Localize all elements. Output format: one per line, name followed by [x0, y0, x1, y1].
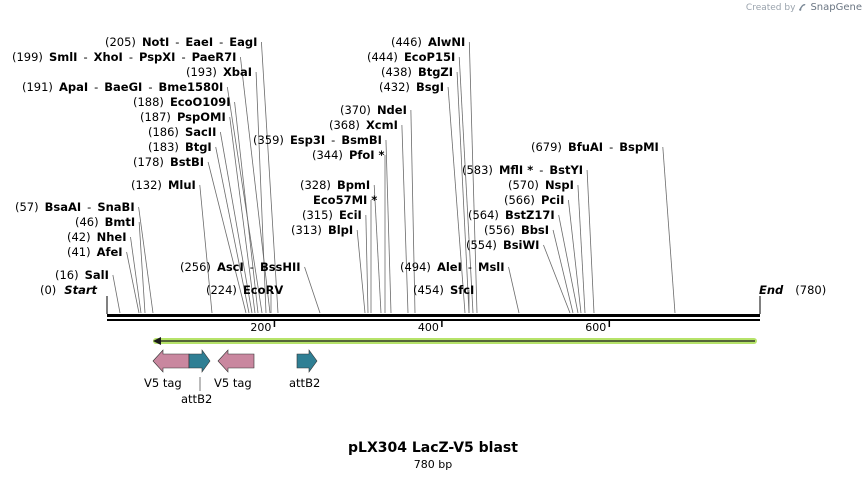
- credit-brand: SnapGene: [810, 2, 862, 13]
- site-label: (315)EciI: [302, 208, 362, 222]
- site-leader-line: [447, 86, 466, 314]
- site-leader-line: [261, 41, 279, 314]
- site-leader-line: [508, 266, 520, 314]
- feature-arrow: [152, 349, 190, 373]
- site-leader-line: [558, 214, 579, 314]
- site-label: (454)SfcI: [413, 283, 474, 297]
- site-label: (556)BbsI: [484, 223, 549, 237]
- site-label: (564)BstZ17I: [468, 208, 555, 222]
- site-leader-line: [112, 274, 121, 314]
- site-leader-line: [586, 169, 595, 314]
- site-leader-line: [385, 139, 392, 314]
- site-label: (183)BtgI: [148, 140, 212, 154]
- site-labels: (205)NotI-EaeI-EagI(199)SmlI-XhoI-PspXI-…: [12, 35, 659, 297]
- site-leader-lines: [112, 41, 676, 314]
- site-label: (328)BpmI: [300, 178, 370, 192]
- site-label: (132)MluI: [131, 178, 196, 192]
- site-leader-line: [207, 161, 247, 314]
- site-label: (554)BsiWI: [466, 238, 539, 252]
- credit-text: Created by: [745, 2, 796, 13]
- snapgene-credit: Created by SnapGene: [746, 2, 862, 13]
- site-label: (256)AscI-BssHII: [180, 260, 301, 274]
- site-label: (224)EcoRV: [206, 283, 283, 297]
- site-label: (57)BsaAI-SnaBI: [15, 200, 135, 214]
- site-leader-line: [365, 214, 369, 314]
- site-label: (187)PspOMI: [140, 110, 226, 124]
- scale-tick-label: 400: [418, 321, 439, 334]
- sequence-backbone: 200 400 600 (0)Start End(780): [40, 283, 826, 334]
- site-leader-line: [662, 146, 676, 314]
- site-label: (438)BtgZI: [381, 65, 453, 79]
- site-label: (432)BsgI: [379, 80, 444, 94]
- site-label: (359)Esp3I-BsmBI: [253, 133, 382, 147]
- site-label: Eco57MI *: [313, 193, 377, 207]
- site-leader-line: [138, 206, 154, 314]
- feature-arrow: [188, 349, 211, 373]
- site-label: (188)EcoO109I: [133, 95, 231, 109]
- map-title: pLX304 LacZ-V5 blast: [348, 440, 518, 456]
- site-label: (370)NdeI: [340, 103, 407, 117]
- site-label: (313)BlpI: [291, 223, 353, 237]
- site-leader-line: [356, 229, 366, 314]
- site-label: (16)SalI: [55, 268, 109, 282]
- site-leader-line: [373, 184, 382, 314]
- site-label: (42)NheI: [67, 230, 127, 244]
- site-leader-line: [543, 244, 571, 314]
- site-leader-line: [577, 184, 586, 314]
- scale-tick-label: 200: [250, 321, 271, 334]
- site-label: (583)MflI *-BstYI: [462, 163, 583, 177]
- site-leader-line: [138, 221, 146, 314]
- site-label: (446)AlwNI: [391, 35, 465, 49]
- site-leader-line: [255, 71, 267, 314]
- feature-label: V5 tag: [214, 376, 252, 390]
- site-leader-line: [458, 56, 474, 314]
- site-label: (41)AfeI: [67, 245, 123, 259]
- site-label: (679)BfuAI-BspMI: [531, 140, 659, 154]
- site-leader-line: [199, 184, 213, 314]
- feature-label: V5 tag: [144, 376, 182, 390]
- site-label: (570)NspI: [508, 178, 574, 192]
- site-label: (199)SmlI-XhoI-PspXI-PaeR7I: [12, 50, 236, 64]
- site-leader-line: [468, 41, 478, 314]
- orf-arrowhead: [153, 337, 161, 345]
- start-label: (0)Start: [40, 283, 98, 297]
- scale-tick-label: 600: [585, 321, 606, 334]
- backbone-line-bottom: [107, 319, 760, 321]
- site-label: (178)BstBI: [133, 155, 204, 169]
- feature-arrow: [217, 349, 255, 373]
- backbone-line-top: [107, 314, 760, 317]
- site-leader-line: [401, 124, 409, 314]
- site-leader-line: [240, 56, 271, 314]
- site-label: (444)EcoP15I: [367, 50, 455, 64]
- site-label: (344)PfoI *: [312, 148, 385, 162]
- site-leader-line: [234, 101, 259, 314]
- site-label: (205)NotI-EaeI-EagI: [105, 35, 257, 49]
- feature-label: attB2: [289, 376, 320, 390]
- site-label: (186)SacII: [148, 125, 216, 139]
- site-leader-line: [229, 116, 256, 314]
- site-label: (494)AleI-MslI: [400, 260, 505, 274]
- site-label: (368)XcmI: [329, 118, 398, 132]
- site-leader-line: [215, 146, 250, 314]
- site-label: (566)PciI: [504, 193, 564, 207]
- feature-label: attB2: [181, 392, 212, 406]
- site-leader-line: [226, 86, 263, 314]
- site-leader-line: [552, 229, 574, 314]
- site-leader-line: [219, 131, 253, 314]
- site-leader-line: [568, 199, 582, 314]
- feature-arrow: [296, 349, 318, 373]
- site-leader-line: [410, 109, 416, 314]
- site-leader-line: [130, 236, 142, 314]
- site-leader-line: [126, 251, 140, 314]
- site-label: (193)XbaI: [186, 65, 252, 79]
- site-label: (46)BmtI: [75, 215, 135, 229]
- site-leader-line: [304, 266, 321, 314]
- end-label: End(780): [759, 283, 826, 297]
- site-label: (191)ApaI-BaeGI-Bme1580I: [22, 80, 223, 94]
- site-leader-line: [456, 71, 470, 314]
- snapgene-logo-icon: [799, 3, 806, 11]
- map-length: 780 bp: [413, 458, 453, 471]
